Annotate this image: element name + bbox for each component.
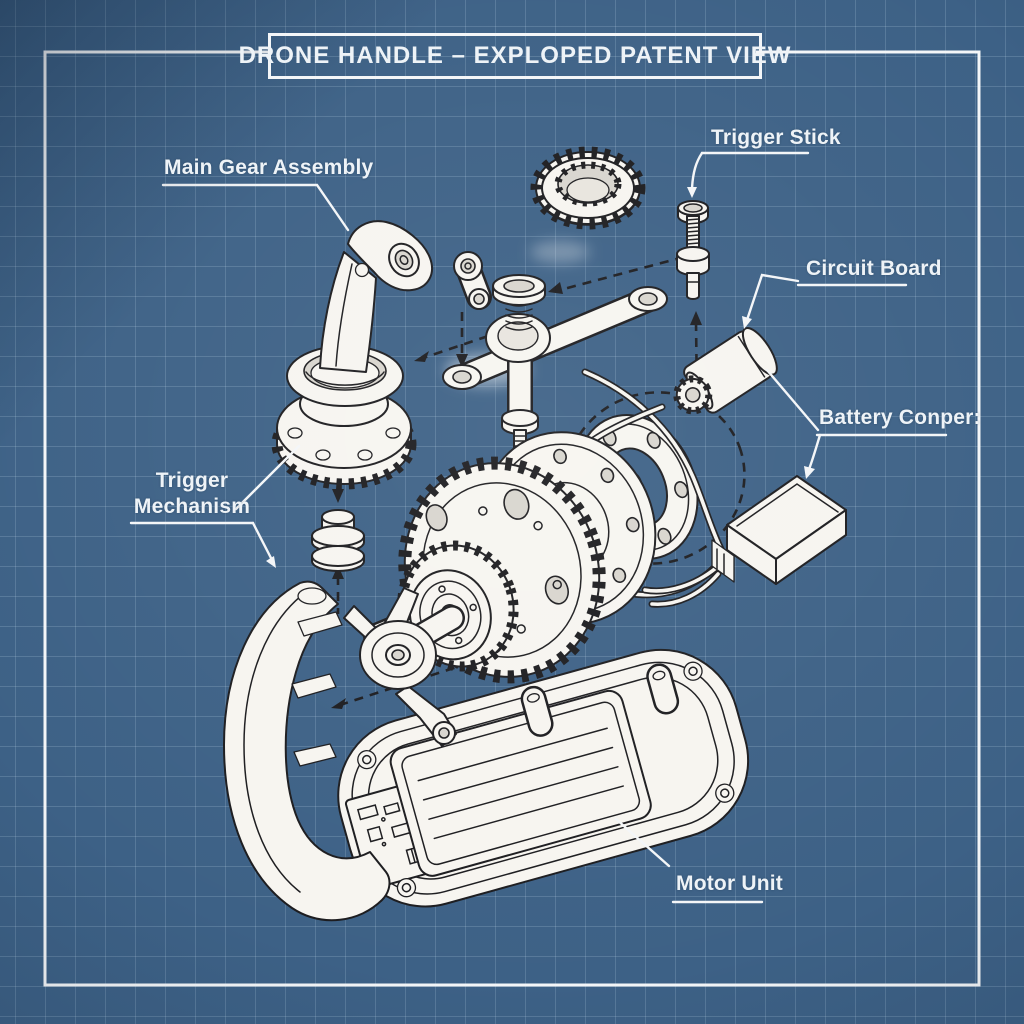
- title-box: DRONE HANDLE – EXPLOPED PATENT VIEW: [239, 33, 790, 79]
- joystick-gear-assembly-part: [271, 220, 433, 490]
- label-circuit-board: Circuit Board: [806, 257, 942, 280]
- trigger-stick-part: [676, 200, 710, 300]
- label-main-gear-assembly: Main Gear Assembly: [164, 156, 374, 179]
- label-trigger-stick: Trigger Stick: [711, 126, 841, 149]
- label-trigger-mechanism: Trigger Mechanism: [133, 469, 251, 518]
- battery-box-part: [641, 475, 847, 608]
- housing-tray-part: [337, 648, 750, 908]
- motor-pinion-part: [673, 327, 778, 415]
- label-motor-unit: Motor Unit: [676, 872, 783, 895]
- small-link-part: [453, 251, 492, 310]
- handle-shell-part: [223, 580, 391, 922]
- label-battery-compartment: Battery Conper:: [819, 406, 981, 429]
- washer-stack-part: [311, 509, 365, 572]
- ring-gear-part: [530, 146, 646, 230]
- frame-border: [43, 50, 981, 987]
- linkage-arm-part: [442, 274, 668, 459]
- housing-posts: [520, 663, 680, 737]
- page-title: DRONE HANDLE – EXPLOPED PATENT VIEW: [238, 42, 792, 69]
- label-leaders: [129, 151, 948, 904]
- rotor-cam-part: [343, 587, 465, 747]
